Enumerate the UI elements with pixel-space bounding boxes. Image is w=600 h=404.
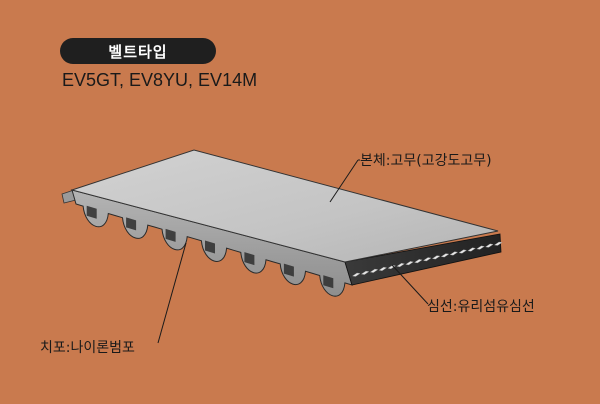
tooth-shadow (126, 217, 137, 231)
label-body: 본체:고무(고강도고무) (360, 153, 492, 169)
cord-strand (414, 259, 423, 264)
belt-teeth (71, 189, 353, 297)
cord-strand (493, 241, 503, 246)
cord-strand (449, 251, 459, 256)
cord-strand (360, 270, 370, 275)
tooth-shadow (86, 205, 97, 219)
tooth-shadow (323, 275, 334, 289)
tooth-shadow (205, 240, 215, 254)
cord-strand (422, 257, 432, 262)
cord-strand (378, 266, 388, 271)
glass-fiber-cords (351, 241, 503, 277)
leader-line-cloth (157, 242, 187, 344)
cord-strand (458, 249, 468, 254)
cord-strand (405, 261, 414, 266)
tooth-shadow (165, 228, 176, 242)
cord-strand (476, 245, 485, 250)
cord-strand (351, 272, 361, 277)
label-cord: 심선:유리섬유심선 (427, 299, 535, 315)
leader-line-cord (391, 264, 429, 305)
leader-line-body (329, 159, 359, 203)
cord-strand (440, 253, 450, 258)
cord-strand (369, 268, 379, 273)
cord-strand (467, 247, 476, 252)
tooth-shadow (244, 252, 255, 266)
tooth-shadow (283, 263, 294, 277)
belt-type-list: EV5GT, EV8YU, EV14M (62, 70, 258, 90)
label-cloth: 치포:나이론범포 (40, 340, 135, 356)
belt-end-face (344, 233, 502, 286)
belt-type-badge: 벨트타입 (60, 38, 216, 64)
cord-strand (485, 243, 494, 248)
cord-strand (396, 263, 405, 268)
cord-strand (431, 255, 441, 260)
belt-top-surface (70, 149, 499, 263)
